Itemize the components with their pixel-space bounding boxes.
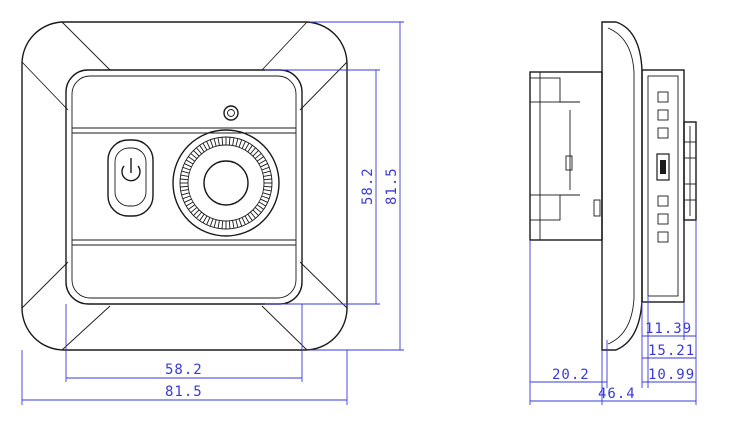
side-knob-profile xyxy=(683,121,697,221)
knurl-tick xyxy=(247,145,253,153)
knurl-tick xyxy=(260,198,268,203)
side-dim-46-4: 46.4 xyxy=(598,386,636,402)
knurl-tick xyxy=(217,220,220,229)
knurl-tick xyxy=(258,201,267,207)
knurl-tick xyxy=(184,198,192,203)
knurl-tick xyxy=(258,159,267,165)
knurl-tick xyxy=(213,138,217,147)
side-dim-20-2: 20.2 xyxy=(552,367,590,383)
knurl-tick xyxy=(193,209,200,216)
knurl-tick xyxy=(235,219,239,228)
knurl-tick xyxy=(196,211,202,219)
knurl-tick xyxy=(262,192,271,196)
knurl-tick xyxy=(180,178,189,181)
knurl-tick xyxy=(206,141,211,149)
knurl-tick xyxy=(221,220,224,229)
knurl-tick xyxy=(252,150,259,157)
knurl-tick xyxy=(182,166,191,171)
knurl-tick xyxy=(188,156,196,162)
power-switch-icon[interactable] xyxy=(107,139,154,217)
knurl-tick xyxy=(263,178,272,181)
knurl-tick xyxy=(238,139,243,148)
knurl-tick xyxy=(263,189,272,192)
knurl-tick xyxy=(235,138,239,147)
knurl-tick xyxy=(209,139,214,148)
side-dim-10-99: 10.99 xyxy=(648,367,695,383)
knurl-tick xyxy=(263,174,272,177)
knurl-tick xyxy=(250,211,256,219)
side-dim-15-21: 15.21 xyxy=(648,343,695,359)
knurl-tick xyxy=(256,204,264,210)
knurl-tick xyxy=(244,215,250,224)
knurl-tick xyxy=(202,142,208,151)
knurl-tick xyxy=(244,142,250,151)
frame-bevel-lines xyxy=(21,21,348,351)
knurl-tick xyxy=(217,137,220,146)
front-inner-width-label: 58.2 xyxy=(165,362,203,378)
knurl-tick xyxy=(190,207,198,213)
knurl-tick xyxy=(256,156,264,162)
knurl-tick xyxy=(228,220,231,229)
knurl-tick xyxy=(181,192,190,196)
knurl-tick xyxy=(252,209,259,216)
knurl-tick xyxy=(213,219,217,228)
knurl-tick xyxy=(180,185,189,188)
knurl-tick xyxy=(196,147,202,155)
indicator-led-icon xyxy=(223,105,239,121)
knurl-tick xyxy=(232,220,235,229)
knurl-tick xyxy=(199,213,205,221)
front-outer-width-label: 81.5 xyxy=(165,384,203,400)
knurl-tick xyxy=(228,137,231,146)
knurl-tick xyxy=(181,170,190,174)
knurl-tick xyxy=(238,218,243,227)
front-outer-height-label: 81.5 xyxy=(384,167,400,205)
inner-plate-inset xyxy=(71,75,297,299)
front-horizontal-dimensions xyxy=(21,304,348,405)
knurl-tick xyxy=(190,153,198,159)
knurl-tick xyxy=(185,159,194,165)
side-dimension-lines xyxy=(529,220,697,405)
knurl-tick xyxy=(188,204,196,210)
knurl-tick xyxy=(263,185,272,188)
knurl-tick xyxy=(241,217,246,225)
knurl-tick xyxy=(185,201,194,207)
knurl-tick xyxy=(180,174,189,177)
outer-frame xyxy=(21,21,348,351)
knurl-tick xyxy=(182,195,191,200)
knurl-tick xyxy=(250,147,256,155)
side-dim-11-39: 11.39 xyxy=(645,321,692,337)
rotary-knob-icon[interactable] xyxy=(172,129,280,237)
front-vertical-dimensions xyxy=(265,21,404,351)
knurl-tick xyxy=(209,218,214,227)
knurl-tick xyxy=(241,141,246,149)
knurl-tick xyxy=(254,207,262,213)
knurl-tick xyxy=(261,166,270,171)
knurl-tick xyxy=(193,150,200,157)
knurl-tick xyxy=(206,217,211,225)
front-inner-height-label: 58.2 xyxy=(360,167,376,205)
inner-plate xyxy=(65,69,303,305)
side-module-slots xyxy=(656,91,670,243)
knurl-tick xyxy=(202,215,208,224)
knurl-tick xyxy=(221,137,224,146)
side-view: 11.39 15.21 10.99 20.2 46.4 xyxy=(529,21,697,405)
knurl-tick xyxy=(199,145,205,153)
knurl-tick xyxy=(184,163,192,168)
knurl-tick xyxy=(262,170,271,174)
knurl-tick xyxy=(232,137,235,146)
front-view: 58.2 81.5 58.2 81.5 xyxy=(21,21,404,405)
side-frame xyxy=(601,21,643,351)
knurl-tick xyxy=(247,213,253,221)
knurl-tick xyxy=(180,189,189,192)
knurl-tick xyxy=(260,163,268,168)
knurl-tick xyxy=(254,153,262,159)
knurl-tick xyxy=(261,195,270,200)
